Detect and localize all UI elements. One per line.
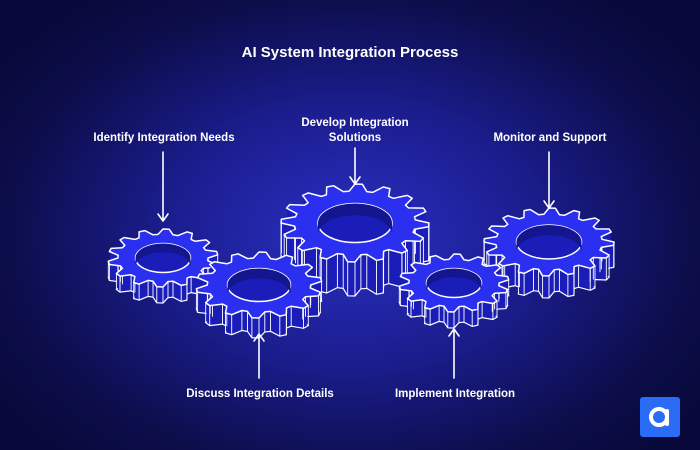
gear-discuss (195, 251, 323, 339)
gear-identify (107, 228, 219, 304)
step-label-monitor: Monitor and Support (493, 132, 607, 144)
arrow-down-icon (157, 151, 169, 222)
arrow-down-icon (349, 147, 361, 185)
step-label-identify: Identify Integration Needs (93, 132, 235, 144)
arrow-up-icon (253, 333, 265, 379)
diagram-title: AI System Integration Process (241, 44, 459, 61)
arrow-down-icon (543, 151, 555, 209)
arrow-up-icon (448, 328, 460, 379)
step-label-discuss: Discuss Integration Details (186, 388, 334, 400)
gear-develop (280, 183, 430, 297)
gear-monitor (483, 207, 615, 299)
brand-logo-icon (649, 407, 669, 427)
step-label-develop: Develop Integration Solutions (301, 117, 409, 144)
brand-logo (640, 397, 680, 437)
step-label-implement: Implement Integration (394, 388, 516, 400)
gear-implement (398, 253, 510, 329)
